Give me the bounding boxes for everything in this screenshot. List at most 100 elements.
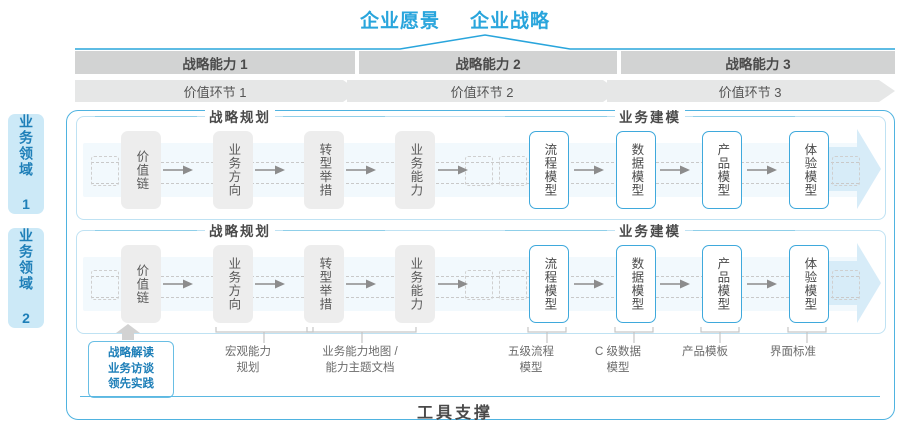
node-experience-model-1[interactable]: 体验模型	[789, 131, 829, 209]
node-label: 业务能力	[408, 143, 423, 197]
sidebar-item-business-domain-2[interactable]: 业务领域 2	[8, 228, 44, 328]
flow-arrow-2-4	[438, 279, 468, 289]
title-enterprise-strategy: 企业战略	[470, 11, 551, 32]
header-titles: 企业愿景 企业战略	[0, 6, 910, 33]
node-label: 流程模型	[542, 257, 557, 311]
value-chain-bar: 价值环节 1 价值环节 2 价值环节 3	[75, 80, 895, 102]
rule-left	[95, 229, 197, 231]
flow-arrow-1-3	[346, 165, 376, 175]
framework-container	[66, 110, 895, 420]
section-heading-strategy-planning-1: 战略规划	[95, 106, 385, 126]
value-chain-chevrons	[75, 80, 895, 102]
rule-right	[693, 115, 795, 117]
capability-cell-1[interactable]: 战略能力 1	[75, 51, 355, 74]
rule-left	[95, 115, 197, 117]
process-row-1: 价值链 业务方向 转型举措 业务能力 流程模型 数据模型 产品模型 体验模型	[76, 116, 886, 220]
bottom-label-capability-map: 业务能力地图 / 能力主题文档	[322, 346, 398, 374]
value-chain-up-arrow	[116, 324, 140, 340]
bottom-label-c-level-data: C 级数据 模型	[595, 346, 641, 374]
node-label: 体验模型	[802, 257, 817, 311]
domain-label-1: 业务领域 1	[18, 114, 35, 214]
bottom-label-product-template: 产品模板	[682, 346, 728, 358]
flow-arrow-1-7	[747, 165, 777, 175]
node-business-capability-1[interactable]: 业务能力	[395, 131, 435, 209]
placeholder-box-2a	[91, 270, 119, 300]
rule-right	[283, 229, 385, 231]
flow-arrow-1-4	[438, 165, 468, 175]
sidebar-item-business-domain-1[interactable]: 业务领域 1	[8, 114, 44, 214]
flow-arrowhead-1	[827, 129, 881, 209]
node-label: 价值链	[134, 263, 149, 305]
capability-label-3: 战略能力 3	[725, 56, 791, 72]
node-transformation-2[interactable]: 转型举措	[304, 245, 344, 323]
node-label: 产品模型	[715, 143, 730, 197]
bottom-label-macro-capability: 宏观能力 规划	[225, 346, 271, 374]
section-title-1b: 业务建模	[615, 106, 685, 126]
guide-line-bottom-1	[91, 183, 859, 184]
node-business-capability-2[interactable]: 业务能力	[395, 245, 435, 323]
capability-bar: 战略能力 1 战略能力 2 战略能力 3	[75, 51, 895, 74]
placeholder-box-2c	[499, 270, 527, 300]
node-experience-model-2[interactable]: 体验模型	[789, 245, 829, 323]
capability-cell-2[interactable]: 战略能力 2	[359, 51, 617, 74]
guide-line-top-1	[91, 162, 859, 163]
node-value-chain-2[interactable]: 价值链	[121, 245, 161, 323]
capability-cell-3[interactable]: 战略能力 3	[621, 51, 895, 74]
rule-right	[283, 115, 385, 117]
flow-arrow-2-7	[747, 279, 777, 289]
section-title-2a: 战略规划	[205, 220, 275, 240]
flow-arrow-2-5	[574, 279, 604, 289]
node-label: 业务方向	[226, 143, 241, 197]
placeholder-box-1a	[91, 156, 119, 186]
node-data-model-2[interactable]: 数据模型	[616, 245, 656, 323]
node-business-direction-1[interactable]: 业务方向	[213, 131, 253, 209]
guide-line-bottom-2	[91, 297, 859, 298]
node-label: 数据模型	[629, 257, 644, 311]
placeholder-box-1c	[499, 156, 527, 186]
flow-arrow-1-2	[255, 165, 285, 175]
title-enterprise-vision: 企业愿景	[359, 11, 440, 32]
placeholder-box-2b	[465, 270, 493, 300]
bottom-label-strategy-interpretation: 战略解读 业务访谈 领先实践	[88, 341, 174, 398]
flow-arrow-2-3	[346, 279, 376, 289]
rule-left	[505, 115, 607, 117]
placeholder-box-1d	[832, 156, 860, 186]
tool-support-rule	[80, 396, 880, 397]
guide-line-top-2	[91, 276, 859, 277]
placeholder-box-2d	[832, 270, 860, 300]
flow-arrowhead-2	[827, 243, 881, 323]
domain-label-2: 业务领域 2	[18, 228, 35, 328]
placeholder-box-1b	[465, 156, 493, 186]
node-product-model-2[interactable]: 产品模型	[702, 245, 742, 323]
flow-arrow-1-6	[660, 165, 690, 175]
section-heading-strategy-planning-2: 战略规划	[95, 220, 385, 240]
node-product-model-1[interactable]: 产品模型	[702, 131, 742, 209]
bracket-connectors	[215, 327, 827, 343]
capability-label-2: 战略能力 2	[455, 56, 521, 72]
node-process-model-2[interactable]: 流程模型	[529, 245, 569, 323]
capability-label-1: 战略能力 1	[182, 56, 248, 72]
section-heading-business-modeling-2: 业务建模	[505, 220, 795, 240]
bottom-label-five-level-process: 五级流程 模型	[508, 346, 554, 374]
title-connector-line	[75, 34, 895, 50]
node-label: 转型举措	[317, 143, 332, 197]
bottom-label-ui-standard: 界面标准	[770, 346, 816, 358]
section-title-2b: 业务建模	[615, 220, 685, 240]
node-label: 业务方向	[226, 257, 241, 311]
flow-arrow-2-2	[255, 279, 285, 289]
flow-arrow-1-1	[163, 165, 193, 175]
rule-right	[693, 229, 795, 231]
node-business-direction-2[interactable]: 业务方向	[213, 245, 253, 323]
process-row-2: 价值链 业务方向 转型举措 业务能力 流程模型 数据模型 产品模型 体验模型	[76, 230, 886, 334]
node-label: 流程模型	[542, 143, 557, 197]
node-process-model-1[interactable]: 流程模型	[529, 131, 569, 209]
node-label: 价值链	[134, 149, 149, 191]
node-value-chain-1[interactable]: 价值链	[121, 131, 161, 209]
flow-arrow-2-1	[163, 279, 193, 289]
rule-left	[505, 229, 607, 231]
node-transformation-1[interactable]: 转型举措	[304, 131, 344, 209]
node-data-model-1[interactable]: 数据模型	[616, 131, 656, 209]
section-title-1a: 战略规划	[205, 106, 275, 126]
node-label: 业务能力	[408, 257, 423, 311]
node-label: 数据模型	[629, 143, 644, 197]
